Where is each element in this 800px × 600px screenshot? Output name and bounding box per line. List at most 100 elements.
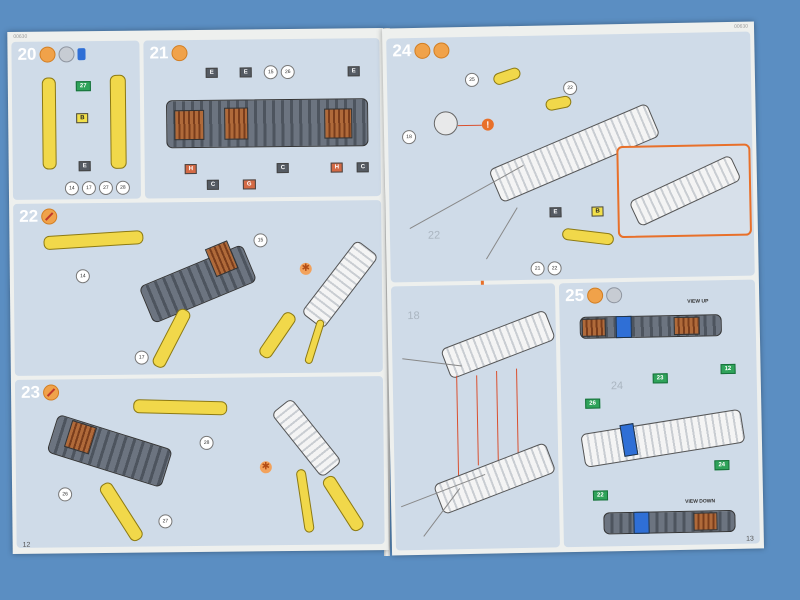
part-chip: 22 <box>547 261 562 276</box>
no-glue-icon <box>41 207 58 225</box>
part-tag-e: E <box>205 67 218 78</box>
copper-detail <box>174 109 205 141</box>
part-tag-e: E <box>239 67 252 78</box>
guide-line <box>496 370 499 467</box>
step-header: 23 <box>20 382 60 402</box>
decal-tag: 26 <box>585 398 600 409</box>
view-up-label: VIEW UP <box>687 298 709 305</box>
part-tag-c: C <box>206 179 220 190</box>
blade-part <box>303 318 326 365</box>
ref-label: 24 <box>610 380 624 393</box>
part-tag-g: G <box>242 179 256 190</box>
blue-band <box>633 511 650 534</box>
decal-tag: 12 <box>720 363 736 375</box>
hilt-assembled <box>580 408 746 468</box>
part-chip: 14 <box>75 269 90 284</box>
part-chip: 26 <box>58 487 73 502</box>
instruction-page-right: 00630 24 25 22 18 ! 22 E B 21 22 <box>381 21 765 556</box>
blade-part <box>257 309 298 361</box>
copper-detail <box>224 107 249 140</box>
step-number: 25 <box>564 285 585 306</box>
decal-tag: 22 <box>592 490 608 501</box>
ref-label: 22 <box>427 229 441 242</box>
step-22-panel: 22 14 15 17 ✱ <box>13 200 383 376</box>
hilt-assembly <box>138 244 258 324</box>
guide-line <box>476 375 479 466</box>
decal-tag: 23 <box>652 373 668 384</box>
part-chips: 14 17 27 28 <box>64 180 130 196</box>
part-chip: 17 <box>81 181 96 196</box>
blade-part <box>43 229 144 251</box>
step-number: 20 <box>17 44 37 64</box>
caution-icon: ! <box>481 118 494 131</box>
part-tag-b: B <box>591 206 604 217</box>
blade-part-right <box>109 74 127 169</box>
step-20-panel: 20 27 B E 14 17 27 28 <box>11 40 142 200</box>
part-chips: 21 22 <box>530 261 562 276</box>
step-25-panel: 25 VIEW UP 23 26 12 24 24 22 VIEW DOWN <box>558 279 760 548</box>
detail-inset <box>616 143 753 239</box>
copper-detail <box>673 316 700 336</box>
part-tag-e: E <box>347 66 360 77</box>
view-down-label: VIEW DOWN <box>685 498 716 505</box>
part-tag-c: C <box>276 163 290 174</box>
step-header: 21 <box>149 43 188 63</box>
step-header: 20 <box>17 44 86 64</box>
copper-detail <box>693 512 718 531</box>
ref-label: 18 <box>407 309 420 323</box>
paint-icon <box>77 47 86 60</box>
step-23-panel: 23 26 28 27 ✱ <box>14 376 385 548</box>
blade-part-left <box>41 77 57 170</box>
page-number: 12 <box>22 541 31 549</box>
decal-tag: 24 <box>714 460 730 471</box>
no-glue-icon <box>58 45 75 62</box>
hilt-assembly <box>46 413 173 488</box>
emitter-part <box>433 111 459 136</box>
part-tag-h: H <box>184 164 198 175</box>
part-chip: 17 <box>134 350 149 365</box>
step-number: 21 <box>149 43 169 63</box>
part-chip: 21 <box>530 261 545 276</box>
blade-part <box>133 399 228 416</box>
hilt-assembly-assembled <box>300 239 380 330</box>
small-part <box>491 65 523 87</box>
guide-line <box>516 368 519 459</box>
part-chip: 18 <box>401 129 417 145</box>
part-chip: 14 <box>64 181 79 196</box>
cement-icon <box>433 41 450 59</box>
part-chip: 15 <box>253 233 268 248</box>
freeze-icon: ✱ <box>259 461 272 474</box>
small-part <box>561 227 615 246</box>
step-number: 24 <box>392 41 412 61</box>
step-header: 25 <box>564 285 623 306</box>
step-24-assembly-panel: 18 <box>390 283 560 551</box>
step-header: 24 <box>392 41 450 61</box>
cement-icon <box>171 44 188 61</box>
instruction-page-left: 00630 20 27 B E 14 17 27 28 21 E E E 15 <box>7 28 389 554</box>
kit-code: 00630 <box>13 33 28 40</box>
kit-code: 00630 <box>734 23 749 30</box>
hilt-detail <box>628 154 742 228</box>
part-chip: 27 <box>98 180 113 196</box>
guide-line <box>457 124 482 127</box>
part-tag-e: E <box>549 207 562 218</box>
step-number: 23 <box>20 382 41 402</box>
part-chip: 15 <box>263 65 278 80</box>
freeze-icon: ✱ <box>299 262 312 275</box>
copper-detail <box>324 108 353 139</box>
decal-tag: 27 <box>75 81 91 92</box>
part-tag-e: E <box>78 161 91 172</box>
blade-part <box>295 468 315 534</box>
small-part <box>544 94 573 112</box>
part-chip: 22 <box>563 80 578 96</box>
part-tag-h: H <box>330 162 344 173</box>
blade-part <box>320 473 366 534</box>
step-number: 22 <box>19 206 39 226</box>
part-tag-c: C <box>356 162 370 173</box>
part-chip: 28 <box>199 435 214 450</box>
hilt-half-lower <box>432 442 557 516</box>
step-24-panel: 24 25 22 18 ! 22 E B 21 22 <box>386 31 755 283</box>
blade-part <box>97 480 145 544</box>
part-chip: 26 <box>280 64 295 80</box>
part-chip: 28 <box>115 180 130 195</box>
